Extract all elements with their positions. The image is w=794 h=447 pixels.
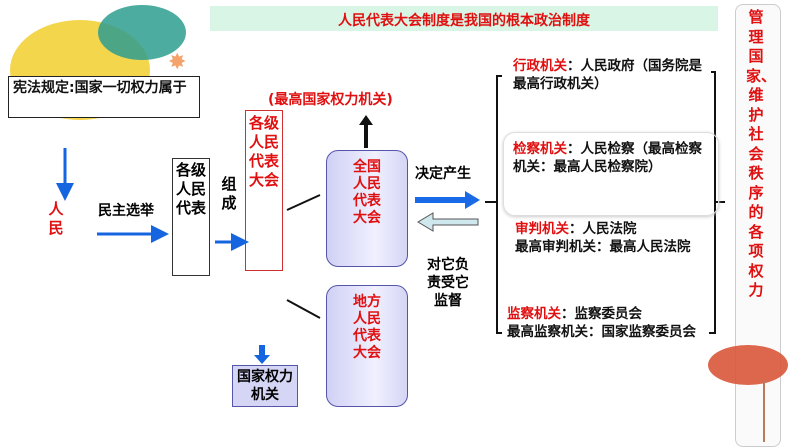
decor-star: ✸	[168, 50, 187, 75]
npc-label: 全国人民代表大会	[353, 159, 381, 226]
state-power-box: 国家权力机关	[232, 365, 298, 407]
organ-supervisory: 监察机关：监察委员会最高监察机关：国家监察委员会	[507, 306, 696, 340]
organ-judicial: 审判机关：人民法院最高审判机关：最高人民法院	[515, 221, 691, 255]
title-bar	[210, 6, 718, 31]
election-label: 民主选举	[98, 203, 154, 219]
page-title: 人民代表大会制度是我国的根本政治制度	[338, 13, 590, 29]
npc-box: 全国人民代表大会	[326, 150, 408, 267]
arrow-decide	[415, 191, 480, 209]
compose-label: 组成	[221, 175, 237, 212]
arrow-responsible	[417, 212, 479, 232]
local-congress-label: 地方人民代表大会	[353, 294, 381, 361]
procuratorate-highlight	[503, 132, 719, 216]
decor-tree-trunk	[763, 380, 765, 442]
arrow-down-state	[254, 345, 270, 364]
organ-executive: 行政机关：人民政府（国务院是最高行政机关）	[513, 58, 702, 92]
decide-label: 决定产生	[415, 166, 471, 182]
decor-tree-leaf	[708, 345, 788, 385]
bracket-left	[485, 75, 502, 334]
arrow-up-black	[359, 115, 373, 148]
right-summary-label: 管理国家、维护社会秩序的各项权力	[746, 8, 777, 299]
highest-organ-label: (最高国家权力机关)	[268, 92, 393, 108]
responsible-label: 对它负责受它监督	[427, 257, 469, 309]
constitution-box: 宪法规定:国家一切权力属于	[8, 76, 200, 118]
people-label: 人民	[48, 200, 64, 237]
deputies-box: 各级人民代表	[172, 158, 210, 276]
organ-procuratorate: 检察机关：人民检察（最高检察机关：最高人民检察院）	[513, 141, 702, 175]
bracket-right	[709, 71, 725, 334]
local-congress-box: 地方人民代表大会	[326, 285, 408, 407]
congresses-box: 各级人民代表大会	[245, 110, 283, 271]
decor-teal-circle	[98, 5, 186, 60]
